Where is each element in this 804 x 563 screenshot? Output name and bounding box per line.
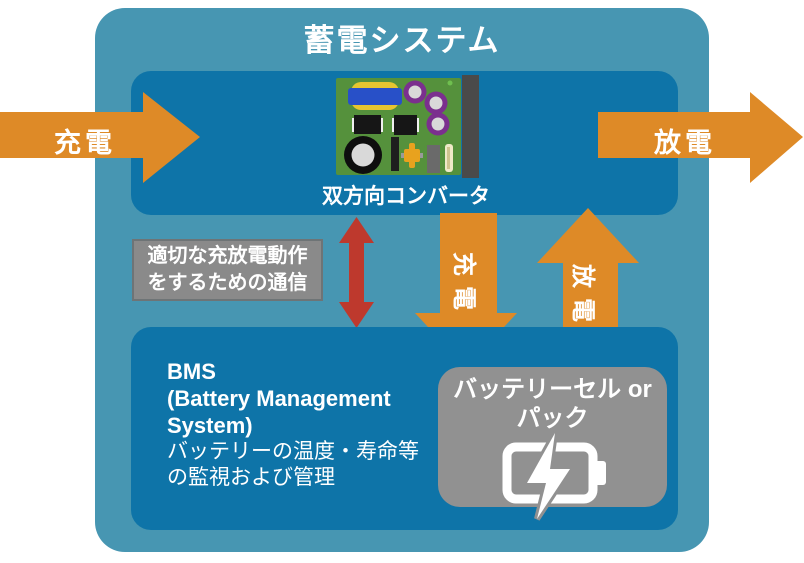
discharge-out-arrow xyxy=(598,92,803,183)
comm-label-line1: 適切な充放電動作 xyxy=(147,245,308,267)
charge-in-arrow xyxy=(0,92,200,183)
converter-label: 双方向コンバータ xyxy=(322,185,490,208)
storage-system-title: 蓄電システム xyxy=(303,23,501,58)
comm-label-box: 適切な充放電動作 をするための通信 xyxy=(132,239,323,301)
battery-pack-label-line1: バッテリーセル or xyxy=(453,376,652,403)
charge-in-label: 充電 xyxy=(54,128,116,158)
discharge-out-label: 放電 xyxy=(654,128,716,158)
bms-title-line2: (Battery Management xyxy=(167,386,391,411)
battery-bolt-icon xyxy=(502,431,606,521)
charge-down-label: 充電 xyxy=(450,252,478,320)
battery-pack-label-line2: パック xyxy=(516,405,589,432)
bms-text-block: BMS (Battery Management System) バッテリーの温度… xyxy=(167,358,419,491)
circuit-board-icon xyxy=(336,75,479,178)
comm-link-arrow xyxy=(339,217,374,328)
bms-title-line1: BMS xyxy=(167,359,216,384)
comm-label-line2: をするための通信 xyxy=(147,272,308,294)
bms-desc-line2: の監視および管理 xyxy=(167,466,335,489)
bms-desc-line1: バッテリーの温度・寿命等 xyxy=(167,440,419,463)
bms-title-line3: System) xyxy=(167,413,253,438)
